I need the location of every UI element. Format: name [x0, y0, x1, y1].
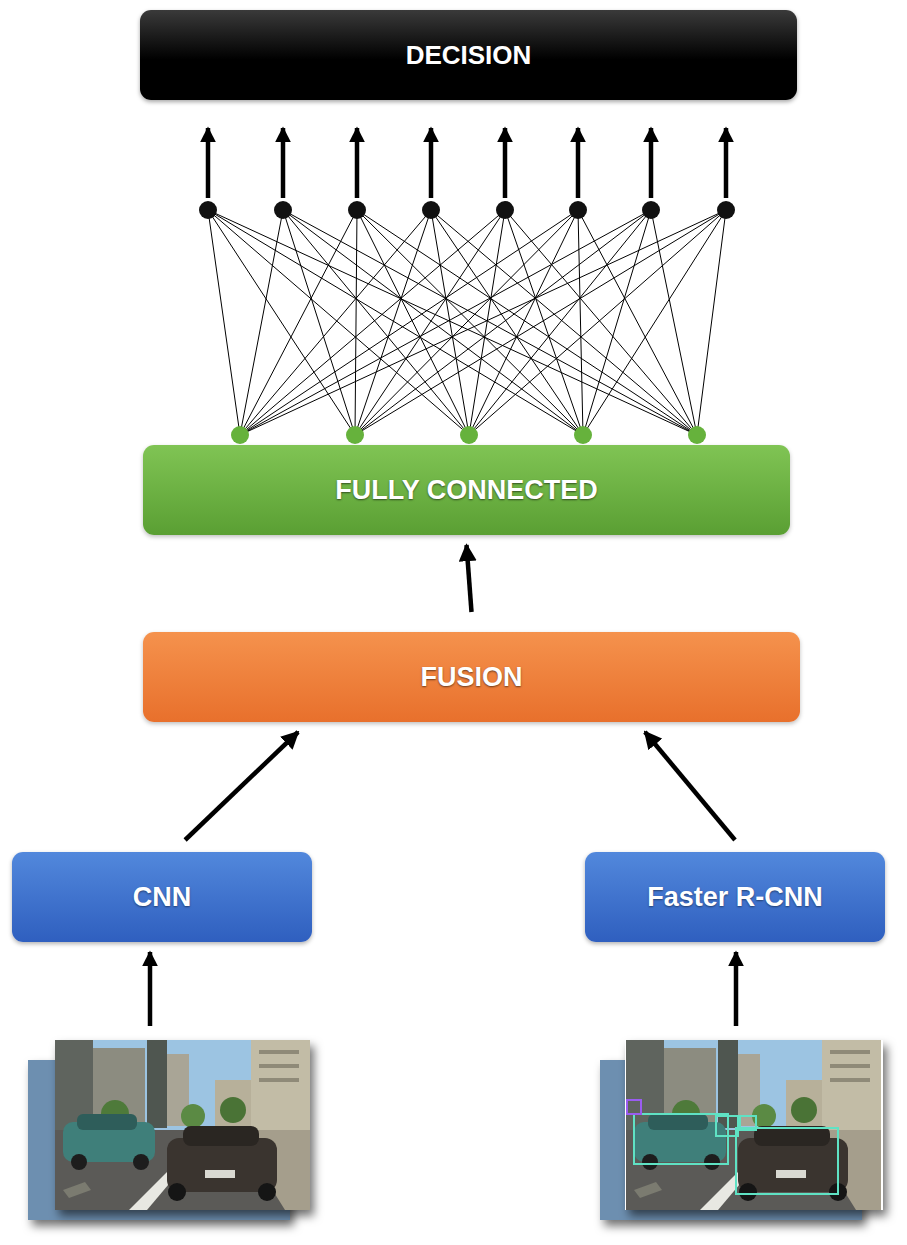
synapse-line [208, 210, 697, 435]
synapse-line [208, 210, 240, 435]
synapse-line [431, 210, 583, 435]
output-neuron [569, 201, 587, 219]
output-arrow [576, 128, 581, 198]
output-neuron [642, 201, 660, 219]
flow-arrow [185, 732, 298, 840]
output-arrow [724, 128, 729, 198]
output-arrow [649, 128, 654, 198]
output-arrow [206, 128, 211, 198]
frame-shadow [625, 1040, 883, 1210]
decision-box: DECISION [140, 10, 797, 100]
output-neuron [496, 201, 514, 219]
output-arrow [355, 128, 360, 198]
synapse-line [357, 210, 583, 435]
synapse-line [583, 210, 651, 435]
input-neuron [346, 426, 364, 444]
synapse-line [578, 210, 583, 435]
synapse-line [355, 210, 357, 435]
synapse-line [697, 210, 726, 435]
output-arrow [503, 128, 508, 198]
box-label: DECISION [406, 40, 532, 71]
synapse-line [578, 210, 697, 435]
synapse-line [583, 210, 726, 435]
detection-box [634, 1114, 728, 1164]
synapse-line [240, 210, 726, 435]
left-frame-stack [28, 1040, 310, 1220]
street-photo [626, 1040, 881, 1210]
synapse-line [355, 210, 578, 435]
synapse-line [240, 210, 431, 435]
synapse-line [208, 210, 469, 435]
detection-box [627, 1100, 641, 1114]
input-neuron [231, 426, 249, 444]
input-neuron [574, 426, 592, 444]
input-neuron [460, 426, 478, 444]
synapse-line [355, 210, 726, 435]
synapse-line [431, 210, 697, 435]
street-photo [55, 1040, 310, 1210]
input-arrow [734, 952, 739, 1026]
synapse-line [355, 210, 431, 435]
detection-box [740, 1116, 756, 1130]
output-neuron [348, 201, 366, 219]
flow-arrow [645, 732, 735, 840]
synapse-line [240, 210, 651, 435]
right-frame-stack [600, 1040, 883, 1220]
flow-arrow [467, 545, 472, 612]
output-arrow [281, 128, 286, 198]
output-neuron [422, 201, 440, 219]
box-label: CNN [133, 882, 192, 913]
synapse-line [469, 210, 578, 435]
output-neuron [274, 201, 292, 219]
detection-box [736, 1128, 838, 1194]
synapse-line [240, 210, 357, 435]
synapse-line [505, 210, 697, 435]
output-neuron [199, 201, 217, 219]
neural-network [199, 128, 735, 444]
synapse-line [240, 210, 505, 435]
synapse-line [505, 210, 583, 435]
synapse-line [283, 210, 583, 435]
box-label: FUSION [420, 662, 522, 693]
synapse-line [283, 210, 469, 435]
fusion-box: FUSION [143, 632, 800, 722]
detection-box [716, 1116, 738, 1136]
output-neuron [717, 201, 735, 219]
box-label: FULLY CONNECTED [335, 475, 598, 506]
input-arrow [148, 952, 153, 1026]
frame-shadow [55, 1040, 310, 1210]
synapse-line [355, 210, 651, 435]
synapse-line [357, 210, 697, 435]
synapse-line [651, 210, 697, 435]
synapse-line [469, 210, 505, 435]
output-arrow [429, 128, 434, 198]
input-neuron [688, 426, 706, 444]
synapse-line [431, 210, 469, 435]
layer-box: FULLY CONNECTED [143, 445, 790, 535]
model-box: Faster R-CNN [585, 852, 885, 942]
synapse-line [283, 210, 697, 435]
model-box: CNN [12, 852, 312, 942]
box-label: Faster R-CNN [647, 882, 823, 913]
